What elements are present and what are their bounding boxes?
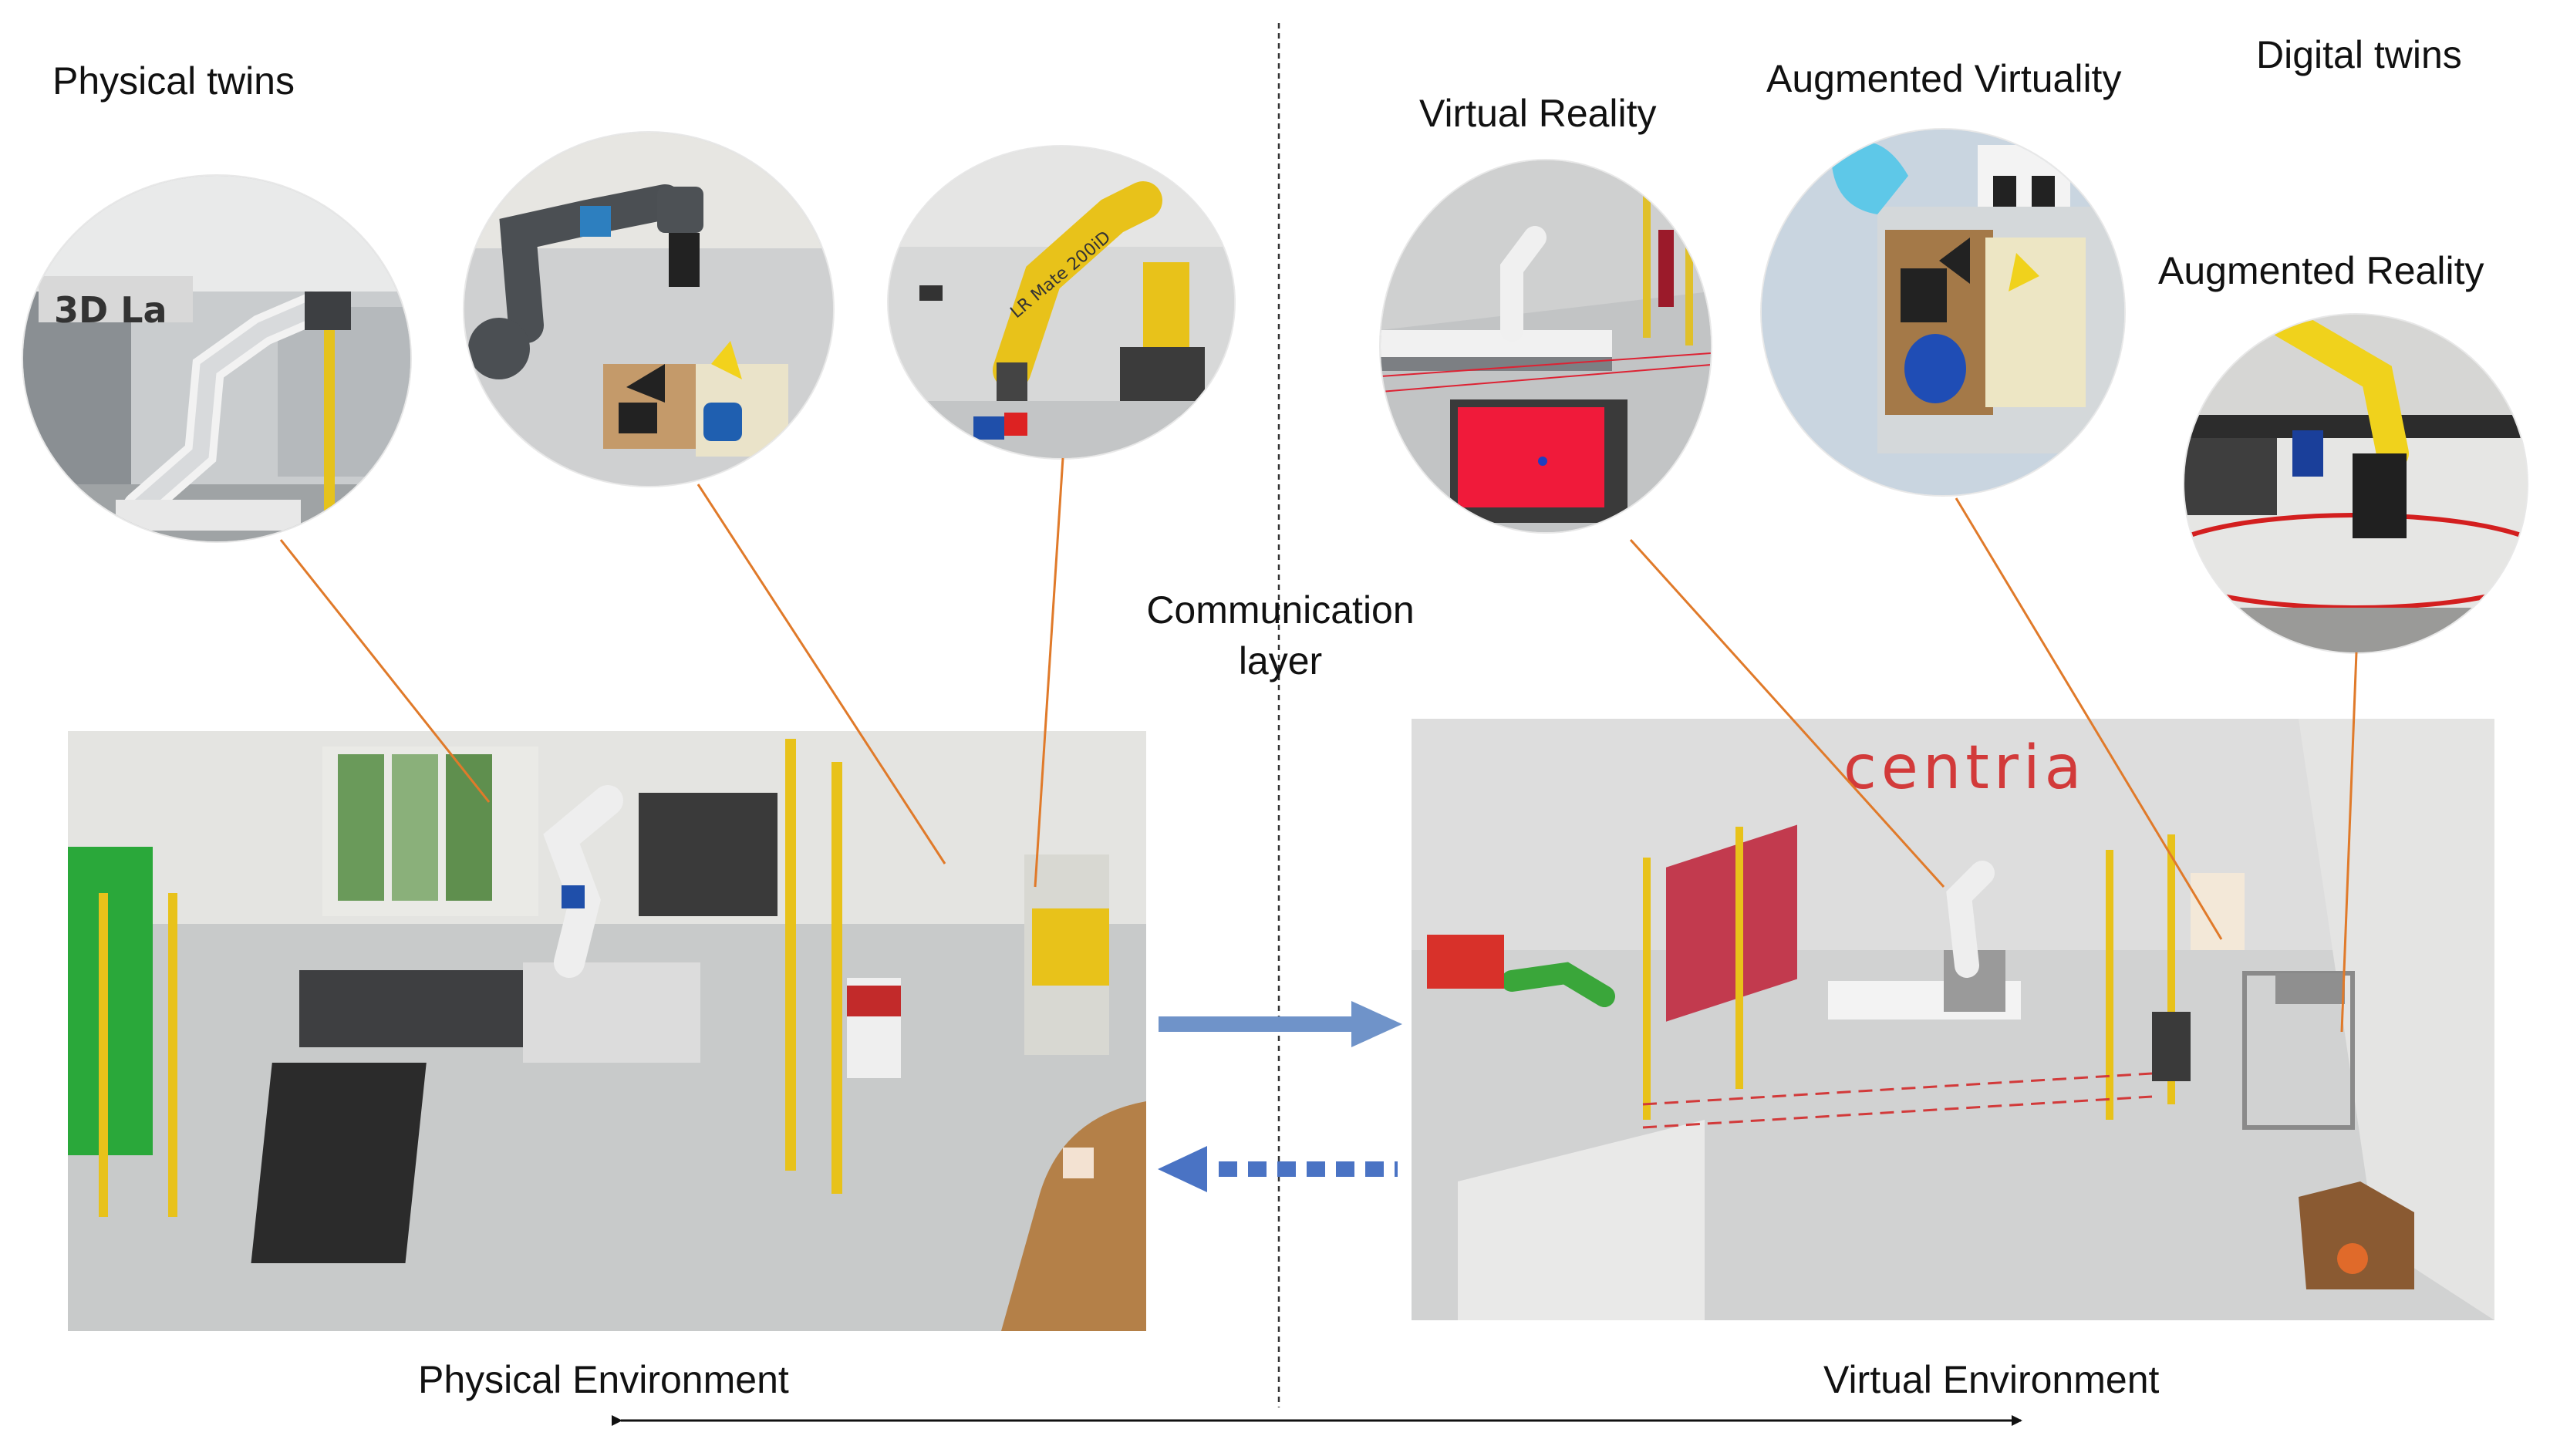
augmented-virtuality-label: Augmented Virtuality bbox=[1766, 57, 2122, 100]
augmented-reality-view bbox=[2184, 315, 2527, 652]
lab-sign-text: 3D La bbox=[54, 289, 167, 331]
virtual-reality-view bbox=[1381, 160, 1711, 532]
communication-layer-line2: layer bbox=[1238, 639, 1323, 682]
physical-environment-label: Physical Environment bbox=[418, 1358, 789, 1401]
virtual-reality-label: Virtual Reality bbox=[1419, 92, 1657, 135]
communication-layer-label: Communication layer bbox=[1134, 585, 1427, 686]
physical-twins-label: Physical twins bbox=[52, 59, 295, 103]
centria-logo: centria bbox=[1843, 733, 2086, 803]
physical-twin-industrial-robot-photo: 3D La bbox=[23, 176, 410, 541]
physical-environment-photo bbox=[68, 731, 1146, 1331]
augmented-virtuality-view bbox=[1762, 130, 2124, 495]
physical-twin-fanuc-photo: LR Mate 200iD bbox=[889, 147, 1234, 458]
virtual-environment-render: centria bbox=[1412, 719, 2494, 1320]
digital-twins-label: Digital twins bbox=[2256, 33, 2462, 76]
physical-twin-cobot-photo bbox=[464, 133, 833, 486]
virtual-environment-label: Virtual Environment bbox=[1823, 1358, 2160, 1401]
augmented-reality-label: Augmented Reality bbox=[2158, 249, 2484, 292]
communication-layer-line1: Communication bbox=[1146, 588, 1415, 632]
